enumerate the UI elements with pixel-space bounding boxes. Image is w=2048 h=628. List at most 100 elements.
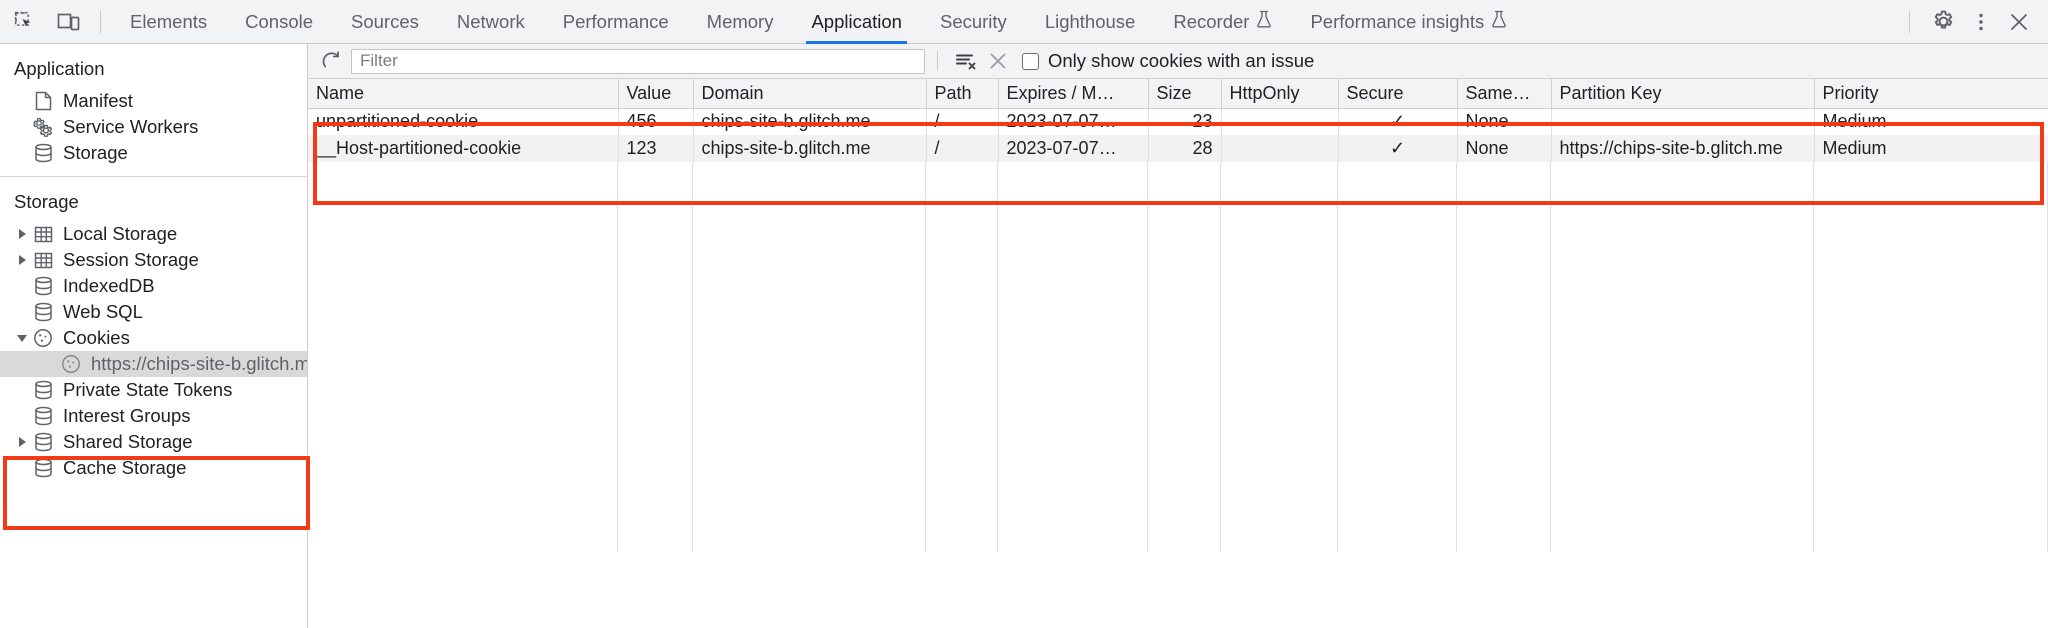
- tab-memory[interactable]: Memory: [688, 0, 793, 44]
- sidebar-section-title: Application: [14, 58, 105, 79]
- tab-elements[interactable]: Elements: [111, 0, 226, 44]
- sidebar-item-cookie-origin[interactable]: https://chips-site-b.glitch.me: [0, 351, 307, 377]
- sidebar-item-label: Service Workers: [63, 116, 199, 137]
- sidebar-item-service-workers[interactable]: Service Workers: [0, 114, 307, 140]
- sidebar-item-label: IndexedDB: [63, 275, 155, 296]
- chevron-down-icon[interactable]: [14, 330, 30, 346]
- table-header-row: Name Value Domain Path Expires / M… Size…: [308, 79, 2048, 109]
- sidebar-item-cookies[interactable]: Cookies: [0, 325, 307, 351]
- cell-priority: Medium: [1814, 108, 2048, 135]
- cell-samesite: None: [1457, 108, 1552, 135]
- column-header-secure[interactable]: Secure: [1338, 79, 1458, 109]
- tab-recorder[interactable]: Recorder: [1154, 0, 1291, 44]
- column-header-httponly[interactable]: HttpOnly: [1221, 79, 1339, 109]
- column-header-domain[interactable]: Domain: [693, 79, 927, 109]
- database-icon: [32, 143, 54, 163]
- table-icon: [32, 224, 54, 244]
- sidebar-item-private-state-tokens[interactable]: Private State Tokens: [0, 377, 307, 403]
- document-icon: [32, 91, 54, 111]
- cell-samesite: None: [1457, 135, 1552, 162]
- cell-expires: 2023-07-07…: [998, 108, 1149, 135]
- column-header-path[interactable]: Path: [926, 79, 999, 109]
- sidebar-item-storage[interactable]: Storage: [0, 140, 307, 166]
- cookies-table-container[interactable]: Name Value Domain Path Expires / M… Size…: [308, 79, 2048, 552]
- refresh-icon[interactable]: [316, 47, 346, 75]
- sidebar-item-indexeddb[interactable]: IndexedDB: [0, 273, 307, 299]
- column-header-value[interactable]: Value: [618, 79, 694, 109]
- tab-label: Sources: [351, 10, 419, 32]
- gear-icon[interactable]: [1924, 3, 1962, 41]
- sidebar-section-storage: Storage Local Storage: [0, 176, 307, 491]
- column-header-samesite[interactable]: SameSite: [1457, 79, 1552, 109]
- sidebar-item-label: Session Storage: [63, 249, 199, 270]
- sidebar-item-label: Manifest: [63, 90, 133, 111]
- sidebar-item-interest-groups[interactable]: Interest Groups: [0, 403, 307, 429]
- sidebar-section-title: Storage: [14, 191, 79, 212]
- tab-network[interactable]: Network: [438, 0, 544, 44]
- sidebar-item-manifest[interactable]: Manifest: [0, 88, 307, 114]
- cell-size: 28: [1148, 135, 1222, 162]
- chevron-right-icon[interactable]: [14, 252, 30, 268]
- toolbar-divider: [100, 10, 101, 33]
- close-icon[interactable]: [2000, 3, 2038, 41]
- chevron-right-icon[interactable]: [14, 434, 30, 450]
- clear-all-icon[interactable]: [982, 47, 1014, 75]
- table-row[interactable]: unpartitioned-cookie 456 chips-site-b.gl…: [308, 108, 2048, 135]
- cell-value: 456: [618, 108, 694, 135]
- sidebar-item-label: Cache Storage: [63, 457, 187, 478]
- filter-divider: [937, 51, 938, 71]
- only-show-issues-label: Only show cookies with an issue: [1048, 50, 1315, 71]
- tab-security[interactable]: Security: [921, 0, 1026, 44]
- sidebar-item-label: Web SQL: [63, 301, 143, 322]
- gears-icon: [32, 117, 54, 137]
- more-vertical-icon[interactable]: [1962, 3, 2000, 41]
- inspect-element-icon[interactable]: [6, 3, 44, 41]
- tab-label: Console: [245, 10, 314, 32]
- sidebar-item-session-storage[interactable]: Session Storage: [0, 247, 307, 273]
- tab-performance-insights[interactable]: Performance insights: [1291, 0, 1526, 44]
- database-icon: [32, 406, 54, 426]
- sidebar-item-label: Interest Groups: [63, 405, 191, 426]
- cell-name: unpartitioned-cookie: [308, 108, 619, 135]
- cell-partition-key: https://chips-site-b.glitch.me: [1551, 135, 1815, 162]
- only-show-issues-checkbox[interactable]: Only show cookies with an issue: [1022, 50, 1314, 72]
- flask-icon: [1491, 10, 1507, 33]
- tab-console[interactable]: Console: [226, 0, 332, 44]
- cell-priority: Medium: [1814, 135, 2048, 162]
- tab-label: Memory: [706, 10, 774, 32]
- sidebar-item-shared-storage[interactable]: Shared Storage: [0, 429, 307, 455]
- table-row[interactable]: __Host-partitioned-cookie 123 chips-site…: [308, 135, 2048, 162]
- sidebar-item-cache-storage[interactable]: Cache Storage: [0, 455, 307, 481]
- cell-path: /: [926, 108, 999, 135]
- sidebar-item-local-storage[interactable]: Local Storage: [0, 221, 307, 247]
- database-icon: [32, 302, 54, 322]
- toolbar-right-actions: [1903, 3, 2048, 41]
- search-input[interactable]: [351, 48, 925, 74]
- column-header-priority[interactable]: Priority: [1814, 79, 2048, 109]
- clear-filtered-icon[interactable]: [950, 47, 982, 75]
- column-header-expires[interactable]: Expires / M…: [998, 79, 1149, 109]
- cookie-icon: [32, 328, 54, 348]
- column-header-name[interactable]: Name: [308, 79, 619, 109]
- chevron-right-icon[interactable]: [14, 226, 30, 242]
- sidebar-item-web-sql[interactable]: Web SQL: [0, 299, 307, 325]
- column-header-partition-key[interactable]: Partition Key: [1551, 79, 1815, 109]
- cookies-panel: Only show cookies with an issue Name Val…: [308, 44, 2048, 628]
- cookies-table: Name Value Domain Path Expires / M… Size…: [308, 79, 2048, 162]
- database-icon: [32, 458, 54, 478]
- tab-label: Performance insights: [1310, 10, 1485, 32]
- tab-application[interactable]: Application: [792, 0, 921, 44]
- column-header-size[interactable]: Size: [1148, 79, 1222, 109]
- cell-httponly: [1221, 108, 1339, 135]
- tab-performance[interactable]: Performance: [544, 0, 688, 44]
- tab-lighthouse[interactable]: Lighthouse: [1026, 0, 1155, 44]
- sidebar-item-label: Cookies: [63, 327, 130, 348]
- cookie-icon: [60, 354, 82, 374]
- sidebar-item-label: Local Storage: [63, 223, 178, 244]
- cell-expires: 2023-07-07…: [998, 135, 1149, 162]
- device-toolbar-icon[interactable]: [50, 3, 88, 41]
- tab-sources[interactable]: Sources: [332, 0, 438, 44]
- tab-label: Performance: [562, 10, 669, 32]
- tab-label: Application: [811, 10, 902, 32]
- checkbox-box[interactable]: [1022, 52, 1039, 70]
